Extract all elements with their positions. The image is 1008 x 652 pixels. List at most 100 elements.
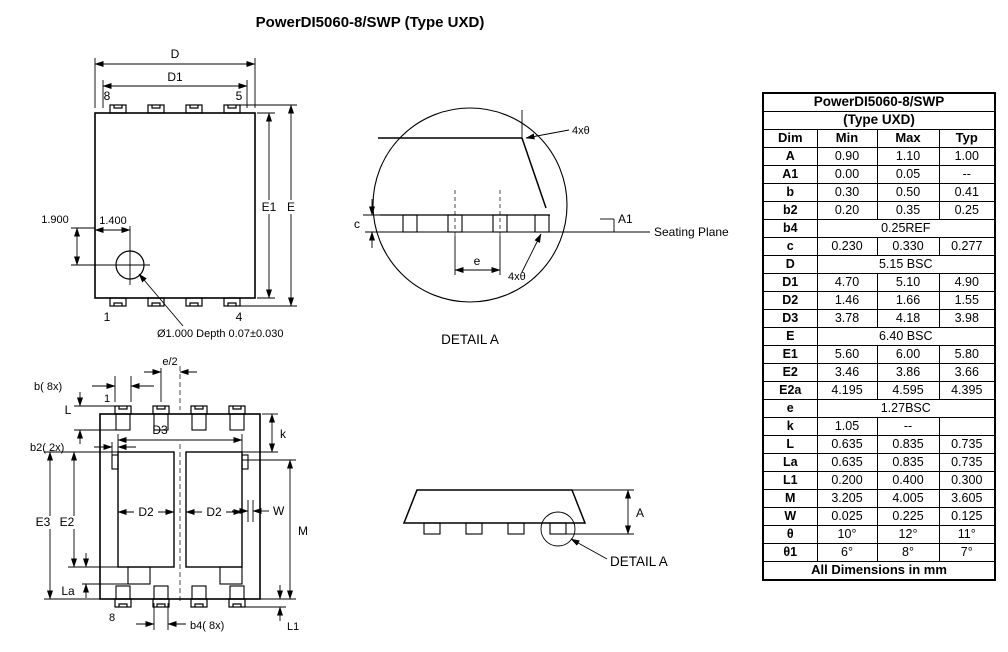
value-cell: 0.41 xyxy=(938,183,996,202)
table-header-row: Dim Min Max Typ xyxy=(762,129,996,148)
value-cell: 0.300 xyxy=(938,471,996,490)
pin-pad xyxy=(228,598,246,608)
value-cell: 0.400 xyxy=(876,471,940,490)
dim-cell: e xyxy=(762,399,818,418)
package-body-outline xyxy=(94,112,256,299)
dim-label-b4: b4( 8x) xyxy=(190,620,224,632)
side-view-labels: A DETAIL A xyxy=(610,506,668,569)
dim-label-d3: D3 xyxy=(152,423,168,437)
dim-cell: D2 xyxy=(762,291,818,310)
value-cell: 0.25REF xyxy=(816,219,996,238)
value-cell: 0.35 xyxy=(876,201,940,220)
dim-label-e2: E2 xyxy=(60,515,75,529)
dim-label-d2-left: D2 xyxy=(138,505,154,519)
b2-tab-left xyxy=(111,454,119,470)
dim-label-d2-right: D2 xyxy=(206,505,222,519)
dim-label-e-pitch: e xyxy=(474,254,481,268)
top-view: D D1 8 5 1 4 E1 E 1.400 1.900 Ø1.000 Dep… xyxy=(41,47,299,340)
pin-pad xyxy=(109,104,127,114)
value-cell: 12° xyxy=(876,525,940,544)
col-header-dim: Dim xyxy=(762,129,818,148)
lead-bend-profile xyxy=(521,137,547,209)
angle-label-top: 4xθ xyxy=(572,125,590,137)
dim-label-e3: E3 xyxy=(36,515,51,529)
dim-cell: k xyxy=(762,417,818,436)
value-cell: 4.90 xyxy=(938,273,996,292)
value-cell: 1.10 xyxy=(876,147,940,166)
value-cell: 0.835 xyxy=(876,435,940,454)
value-cell: 0.330 xyxy=(876,237,940,256)
value-cell: 4.005 xyxy=(876,489,940,508)
dim-label-m: M xyxy=(298,524,308,538)
value-cell: 6° xyxy=(816,543,878,562)
dim-cell: W xyxy=(762,507,818,526)
bottom-view-dimension-lines xyxy=(44,368,296,630)
dim-label-c: c xyxy=(354,217,360,231)
value-cell: 1.27BSC xyxy=(816,399,996,418)
dim-cell: D1 xyxy=(762,273,818,292)
dim-label-d: D xyxy=(171,47,180,61)
col-header-typ: Typ xyxy=(938,129,996,148)
detail-a-indicator-circle xyxy=(540,511,576,547)
table-title-row-1: PowerDI5060-8/SWP xyxy=(762,92,996,112)
pin-number-8: 8 xyxy=(109,612,115,624)
dim-cell: La xyxy=(762,453,818,472)
pin-pad xyxy=(114,598,132,608)
dim-cell: A xyxy=(762,147,818,166)
value-cell: 1.46 xyxy=(816,291,878,310)
value-cell: 3.66 xyxy=(938,363,996,382)
value-cell: 4.395 xyxy=(938,381,996,400)
pin-pad xyxy=(152,405,170,415)
value-cell: 3.605 xyxy=(938,489,996,508)
value-cell: -- xyxy=(938,165,996,184)
pin-pad xyxy=(147,297,165,307)
dim-cell: b4 xyxy=(762,219,818,238)
dim-label-b: b( 8x) xyxy=(34,381,62,393)
top-pins xyxy=(109,104,241,114)
pin-pad xyxy=(190,405,208,415)
bottom-view: b( 8x) e/2 1 L b2( 2x) D3 k E3 E2 D2 D2 … xyxy=(30,356,308,633)
dim-label-a: A xyxy=(636,506,644,520)
value-cell: 3.205 xyxy=(816,489,878,508)
dim-cell: θ1 xyxy=(762,543,818,562)
package-side-profile xyxy=(402,489,587,524)
value-cell: 0.30 xyxy=(816,183,878,202)
dim-cell: E2 xyxy=(762,363,818,382)
value-cell: 1.55 xyxy=(938,291,996,310)
dim-label-e-half: e/2 xyxy=(162,356,177,368)
dim-cell: E1 xyxy=(762,345,818,364)
pin-pad xyxy=(109,297,127,307)
dim-label-1400: 1.400 xyxy=(99,215,127,227)
pin-number-1: 1 xyxy=(104,393,110,405)
detail-circle xyxy=(372,107,568,303)
value-cell: -- xyxy=(876,417,940,436)
value-cell: 0.835 xyxy=(876,453,940,472)
detail-a-pointer-label: DETAIL A xyxy=(610,554,668,569)
dim-cell: L1 xyxy=(762,471,818,490)
value-cell: 0.50 xyxy=(876,183,940,202)
value-cell: 5.10 xyxy=(876,273,940,292)
table-title-row-2: (Type UXD) xyxy=(762,111,996,130)
detail-a-geometry xyxy=(365,107,650,303)
dim-cell: c xyxy=(762,237,818,256)
detail-a-caption: DETAIL A xyxy=(441,332,499,347)
pin-pad xyxy=(185,297,203,307)
bottom-view-labels: b( 8x) e/2 1 L b2( 2x) D3 k E3 E2 D2 D2 … xyxy=(30,356,308,633)
value-cell: 4.18 xyxy=(876,309,940,328)
value-cell: 0.735 xyxy=(938,435,996,454)
value-cell: 0.00 xyxy=(816,165,878,184)
col-header-min: Min xyxy=(816,129,878,148)
